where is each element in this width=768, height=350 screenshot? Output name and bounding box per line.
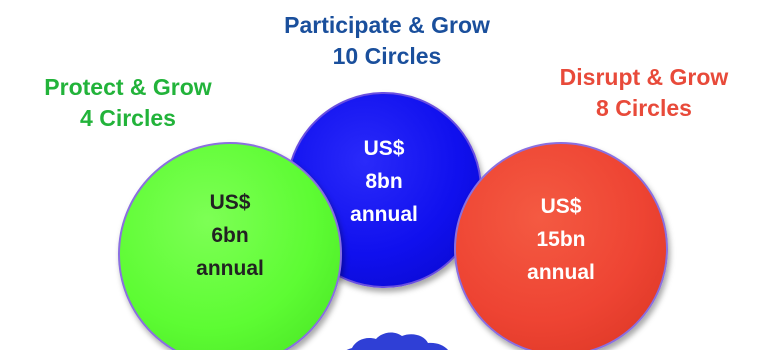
disrupt-period: annual bbox=[527, 260, 595, 284]
participate-grow-heading: Participate & Grow 10 Circles bbox=[250, 10, 524, 72]
disrupt-grow-count: 8 Circles bbox=[596, 95, 692, 121]
protect-grow-count: 4 Circles bbox=[80, 105, 176, 131]
participate-currency: US$ bbox=[363, 136, 405, 160]
participate-period: annual bbox=[350, 202, 418, 226]
disrupt-grow-circle: US$ 15bn annual bbox=[454, 142, 668, 350]
protect-grow-heading: Protect & Grow 4 Circles bbox=[0, 72, 256, 134]
disrupt-grow-title: Disrupt & Grow bbox=[559, 64, 729, 90]
blue-blob-graphic bbox=[346, 332, 448, 350]
protect-period: annual bbox=[196, 256, 264, 280]
disrupt-grow-heading: Disrupt & Grow 8 Circles bbox=[520, 62, 768, 124]
protect-currency: US$ bbox=[209, 190, 251, 214]
protect-grow-title: Protect & Grow bbox=[44, 74, 212, 100]
protect-amount: 6bn bbox=[211, 223, 249, 247]
participate-amount: 8bn bbox=[365, 169, 403, 193]
participate-grow-count: 10 Circles bbox=[332, 43, 442, 69]
participate-grow-title: Participate & Grow bbox=[284, 12, 490, 38]
protect-grow-circle: US$ 6bn annual bbox=[118, 142, 342, 350]
disrupt-amount: 15bn bbox=[536, 227, 586, 251]
disrupt-currency: US$ bbox=[540, 194, 582, 218]
